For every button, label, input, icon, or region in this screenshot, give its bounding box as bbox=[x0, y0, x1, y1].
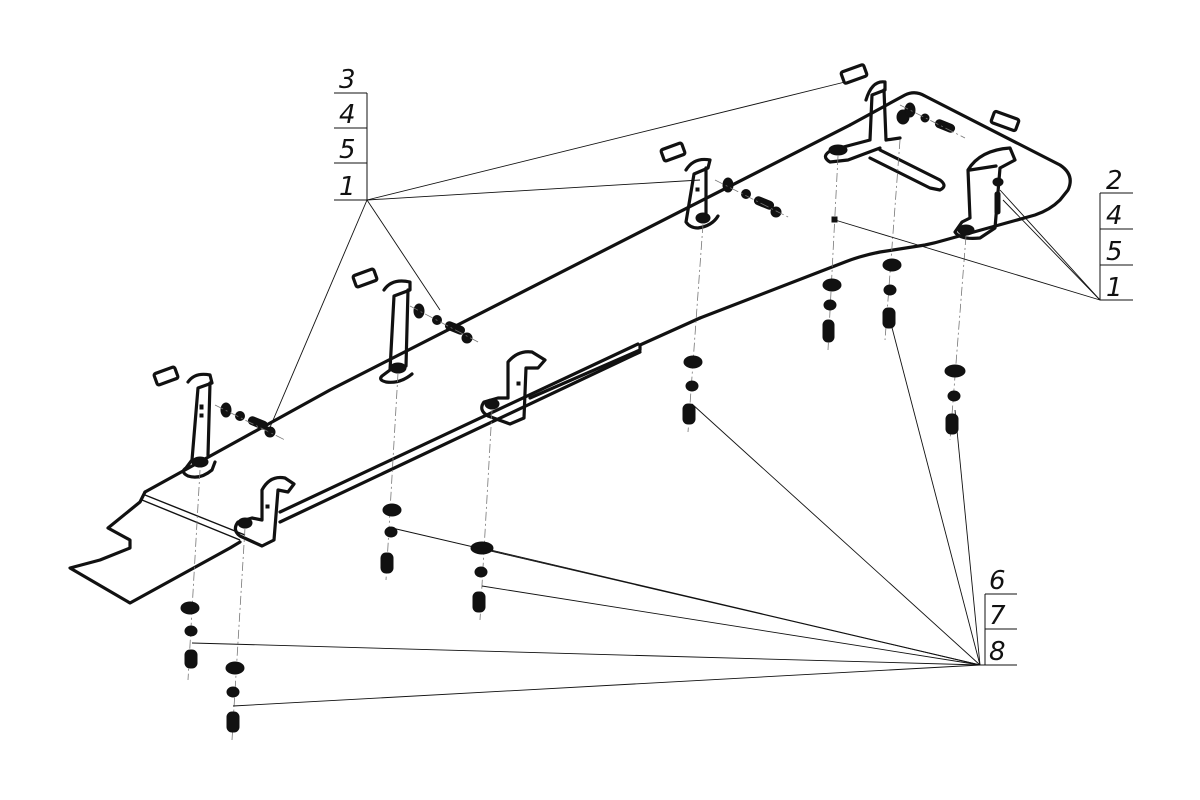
bracket-upper-4 bbox=[823, 80, 910, 164]
bottom-fastener-stacks bbox=[180, 139, 967, 741]
bracket-upper-1 bbox=[181, 372, 217, 479]
bracket-upper-3 bbox=[684, 157, 720, 230]
clip-nuts bbox=[152, 63, 1021, 387]
callout-right-number-3: 5 bbox=[1106, 237, 1123, 267]
callout-right: 2 4 5 1 bbox=[1099, 166, 1133, 303]
leader-lines bbox=[191, 81, 1101, 707]
callout-left-number-4: 1 bbox=[339, 172, 356, 202]
plate-fold-line-2 bbox=[144, 494, 246, 536]
bracket-lower-2 bbox=[480, 350, 547, 426]
callout-left: 3 4 5 1 bbox=[334, 65, 368, 202]
plate-lower-edge bbox=[528, 316, 702, 400]
callout-bottom: 6 7 8 bbox=[980, 566, 1017, 667]
callout-bottom-number-2: 7 bbox=[989, 601, 1006, 631]
rail-strip-upper bbox=[278, 342, 640, 514]
callout-right-number-2: 4 bbox=[1106, 201, 1123, 231]
bracket-lower-1 bbox=[233, 475, 296, 548]
bracket-upper-2 bbox=[379, 279, 414, 384]
callout-bottom-number-1: 6 bbox=[989, 566, 1006, 596]
callout-right-number-4: 1 bbox=[1106, 273, 1123, 303]
callout-left-number-1: 3 bbox=[339, 65, 356, 95]
rail-strip-lower bbox=[278, 350, 642, 524]
plate-slot bbox=[868, 148, 946, 192]
plate-left-end bbox=[68, 490, 242, 605]
plate-fold-line-1 bbox=[141, 499, 241, 541]
callout-left-number-3: 5 bbox=[339, 135, 356, 165]
skid-plate bbox=[68, 91, 1072, 605]
side-bolts bbox=[214, 102, 966, 441]
callout-right-number-1: 2 bbox=[1106, 166, 1123, 196]
callout-bottom-number-3: 8 bbox=[989, 637, 1006, 667]
callout-left-number-2: 4 bbox=[339, 100, 356, 130]
bracket-upper-5 bbox=[953, 146, 1017, 240]
plate-right-end bbox=[698, 91, 1072, 320]
plate-upper-edge bbox=[143, 123, 852, 494]
